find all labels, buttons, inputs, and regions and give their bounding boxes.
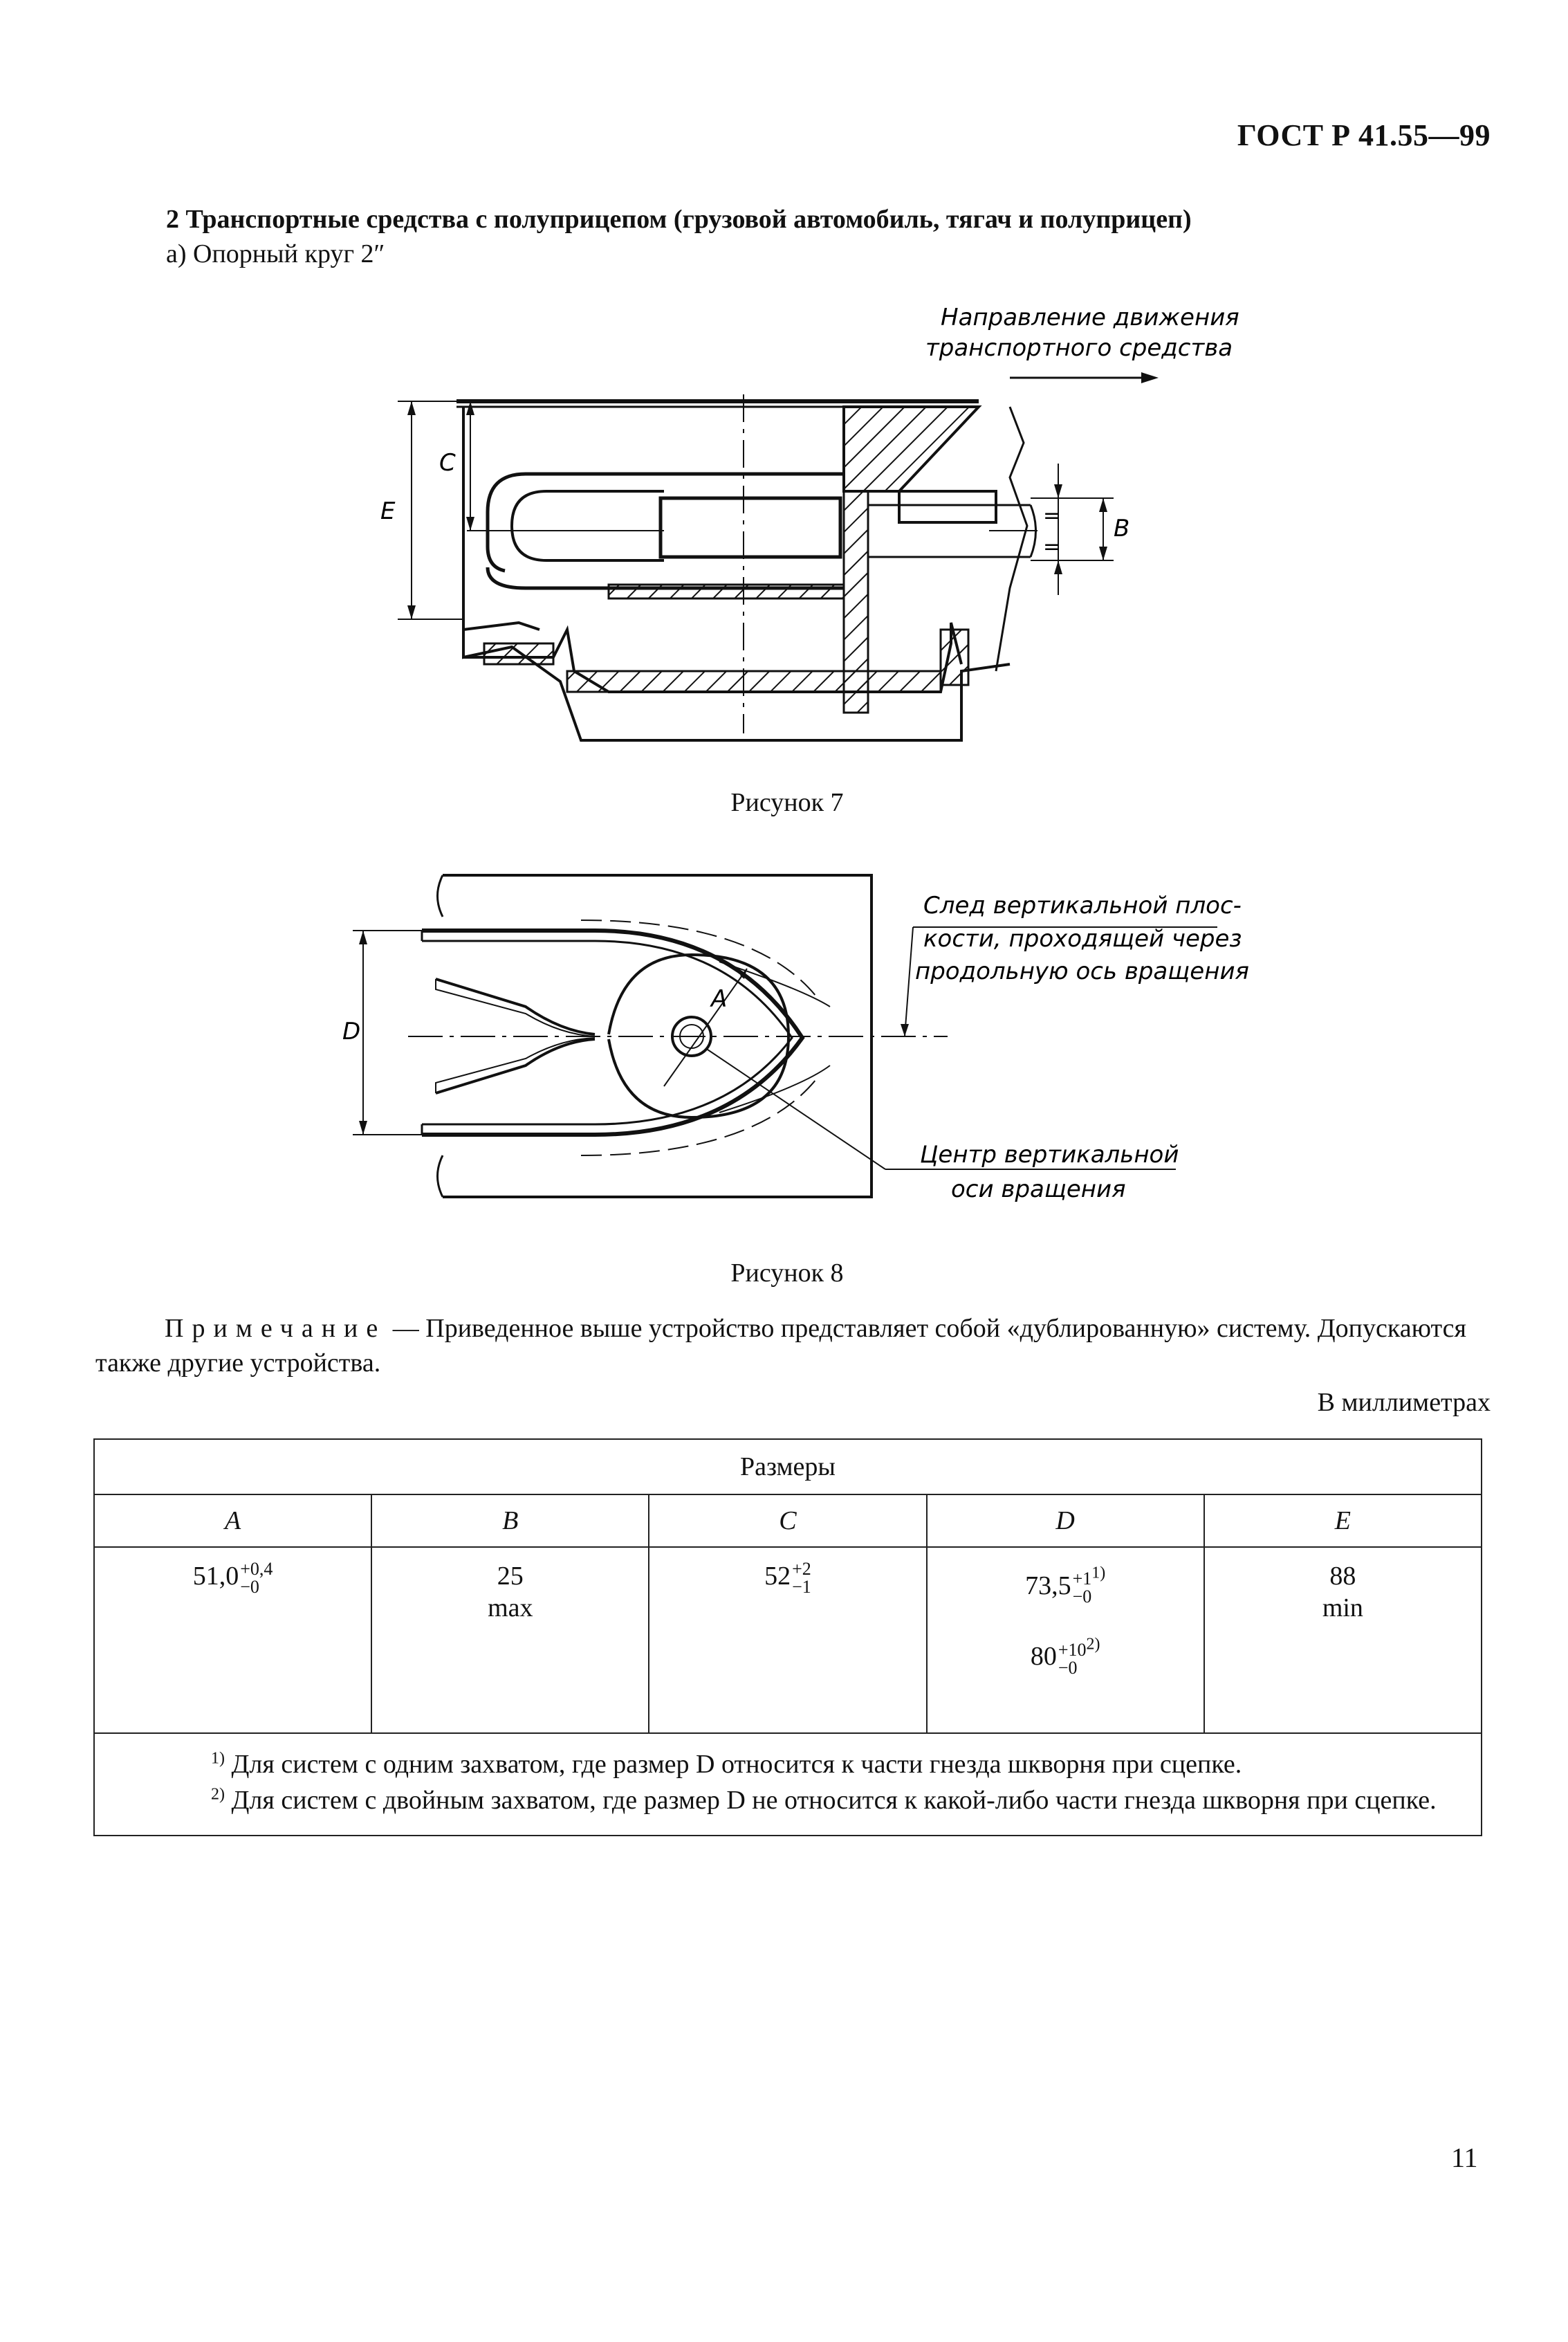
figure-7-drawing: Направление движения транспортного средс…	[380, 304, 1239, 742]
footnote-1: 1) Для систем с одним захватом, где разм…	[107, 1746, 1468, 1782]
d2-base: 80	[1030, 1642, 1057, 1672]
figure-7-caption: Рисунок 7	[730, 788, 844, 817]
d2-upper: +10	[1058, 1639, 1087, 1660]
section-subtitle: а) Опорный круг 2″	[166, 239, 385, 268]
note-text: — Приведенное выше устройство представля…	[95, 1314, 1466, 1378]
cell-b-value: 25 max	[371, 1546, 650, 1734]
dim-label-e: E	[380, 497, 396, 525]
direction-arrow-head	[1141, 372, 1159, 383]
column-header-a: A	[93, 1494, 373, 1548]
dim-label-b: B	[1114, 515, 1129, 542]
e-limit: min	[1322, 1593, 1363, 1622]
cell-e-value: 88 min	[1203, 1546, 1483, 1734]
d1-lower: −0	[1072, 1586, 1092, 1607]
cell-a-value: 51,0+0,4−0	[93, 1546, 373, 1734]
document-code: ГОСТ Р 41.55—99	[1237, 118, 1491, 152]
c-lower: −1	[792, 1577, 811, 1598]
column-header-e: E	[1203, 1494, 1483, 1548]
column-header-c: C	[648, 1494, 928, 1548]
b-value: 25	[497, 1562, 524, 1591]
cell-d-value: 73,5+11) −0 80+102) −0	[925, 1546, 1205, 1734]
center-label-line2: оси вращения	[951, 1175, 1126, 1203]
section-title: 2 Транспортные средства с полуприцепом (…	[166, 205, 1192, 234]
footnote-2-mark: 2)	[211, 1785, 225, 1804]
center-label-line1: Центр вертикальной	[920, 1141, 1179, 1169]
a-upper: +0,4	[240, 1559, 273, 1580]
footnote-2-text: Для систем с двойным захватом, где разме…	[225, 1786, 1437, 1815]
figure-8: A D След вертикальной плос- кости, прохо…	[304, 858, 1273, 1218]
a-base: 51,0	[192, 1562, 239, 1591]
e-value: 88	[1329, 1562, 1356, 1591]
c-upper: +2	[792, 1559, 811, 1580]
note-label: Примечание	[165, 1314, 387, 1343]
a-lower: −0	[240, 1577, 259, 1598]
table-footnotes: 1) Для систем с одним захватом, где разм…	[93, 1732, 1482, 1836]
table-group-header: Размеры	[93, 1438, 1482, 1495]
d1-upper: +1	[1072, 1568, 1092, 1589]
column-header-d: D	[925, 1494, 1205, 1548]
dim-label-d: D	[342, 1018, 360, 1045]
svg-text:=: =	[1043, 504, 1060, 528]
page-number: 11	[1451, 2142, 1478, 2173]
d1-base: 73,5	[1025, 1571, 1071, 1600]
figure-7: Направление движения транспортного средс…	[346, 298, 1314, 768]
note-paragraph: Примечание — Приведенное выше устройство…	[95, 1311, 1480, 1380]
direction-label-line1: Направление движения	[941, 304, 1239, 331]
dim-label-c: C	[439, 449, 456, 477]
direction-label-line2: транспортного средства	[925, 334, 1233, 362]
figure-8-drawing: A D След вертикальной плос- кости, прохо…	[342, 874, 1249, 1203]
footnote-1-text: Для систем с одним захватом, где размер …	[225, 1750, 1242, 1779]
d1-ref: 1)	[1091, 1564, 1106, 1582]
column-header-b: B	[371, 1494, 650, 1548]
trace-label-line2: кости, проходящей через	[923, 925, 1242, 953]
trace-label-line3: продольную ось вращения	[915, 958, 1249, 985]
dim-label-a: A	[710, 985, 727, 1013]
dimensions-table: Размеры A B C D E 51,0+0,4−0 25 max 52+2…	[93, 1438, 1483, 1836]
units-label: В миллиметрах	[1317, 1388, 1491, 1417]
svg-text:=: =	[1043, 535, 1060, 559]
footnote-2: 2) Для систем с двойным захватом, где ра…	[107, 1782, 1468, 1818]
cell-c-value: 52+2−1	[648, 1546, 928, 1734]
figure-8-caption: Рисунок 8	[730, 1259, 844, 1288]
d2-lower: −0	[1058, 1657, 1078, 1678]
footnote-1-mark: 1)	[211, 1749, 225, 1768]
trace-label-line1: След вертикальной плос-	[923, 892, 1242, 920]
c-base: 52	[764, 1562, 791, 1591]
d2-ref: 2)	[1086, 1634, 1100, 1653]
b-limit: max	[488, 1593, 533, 1622]
